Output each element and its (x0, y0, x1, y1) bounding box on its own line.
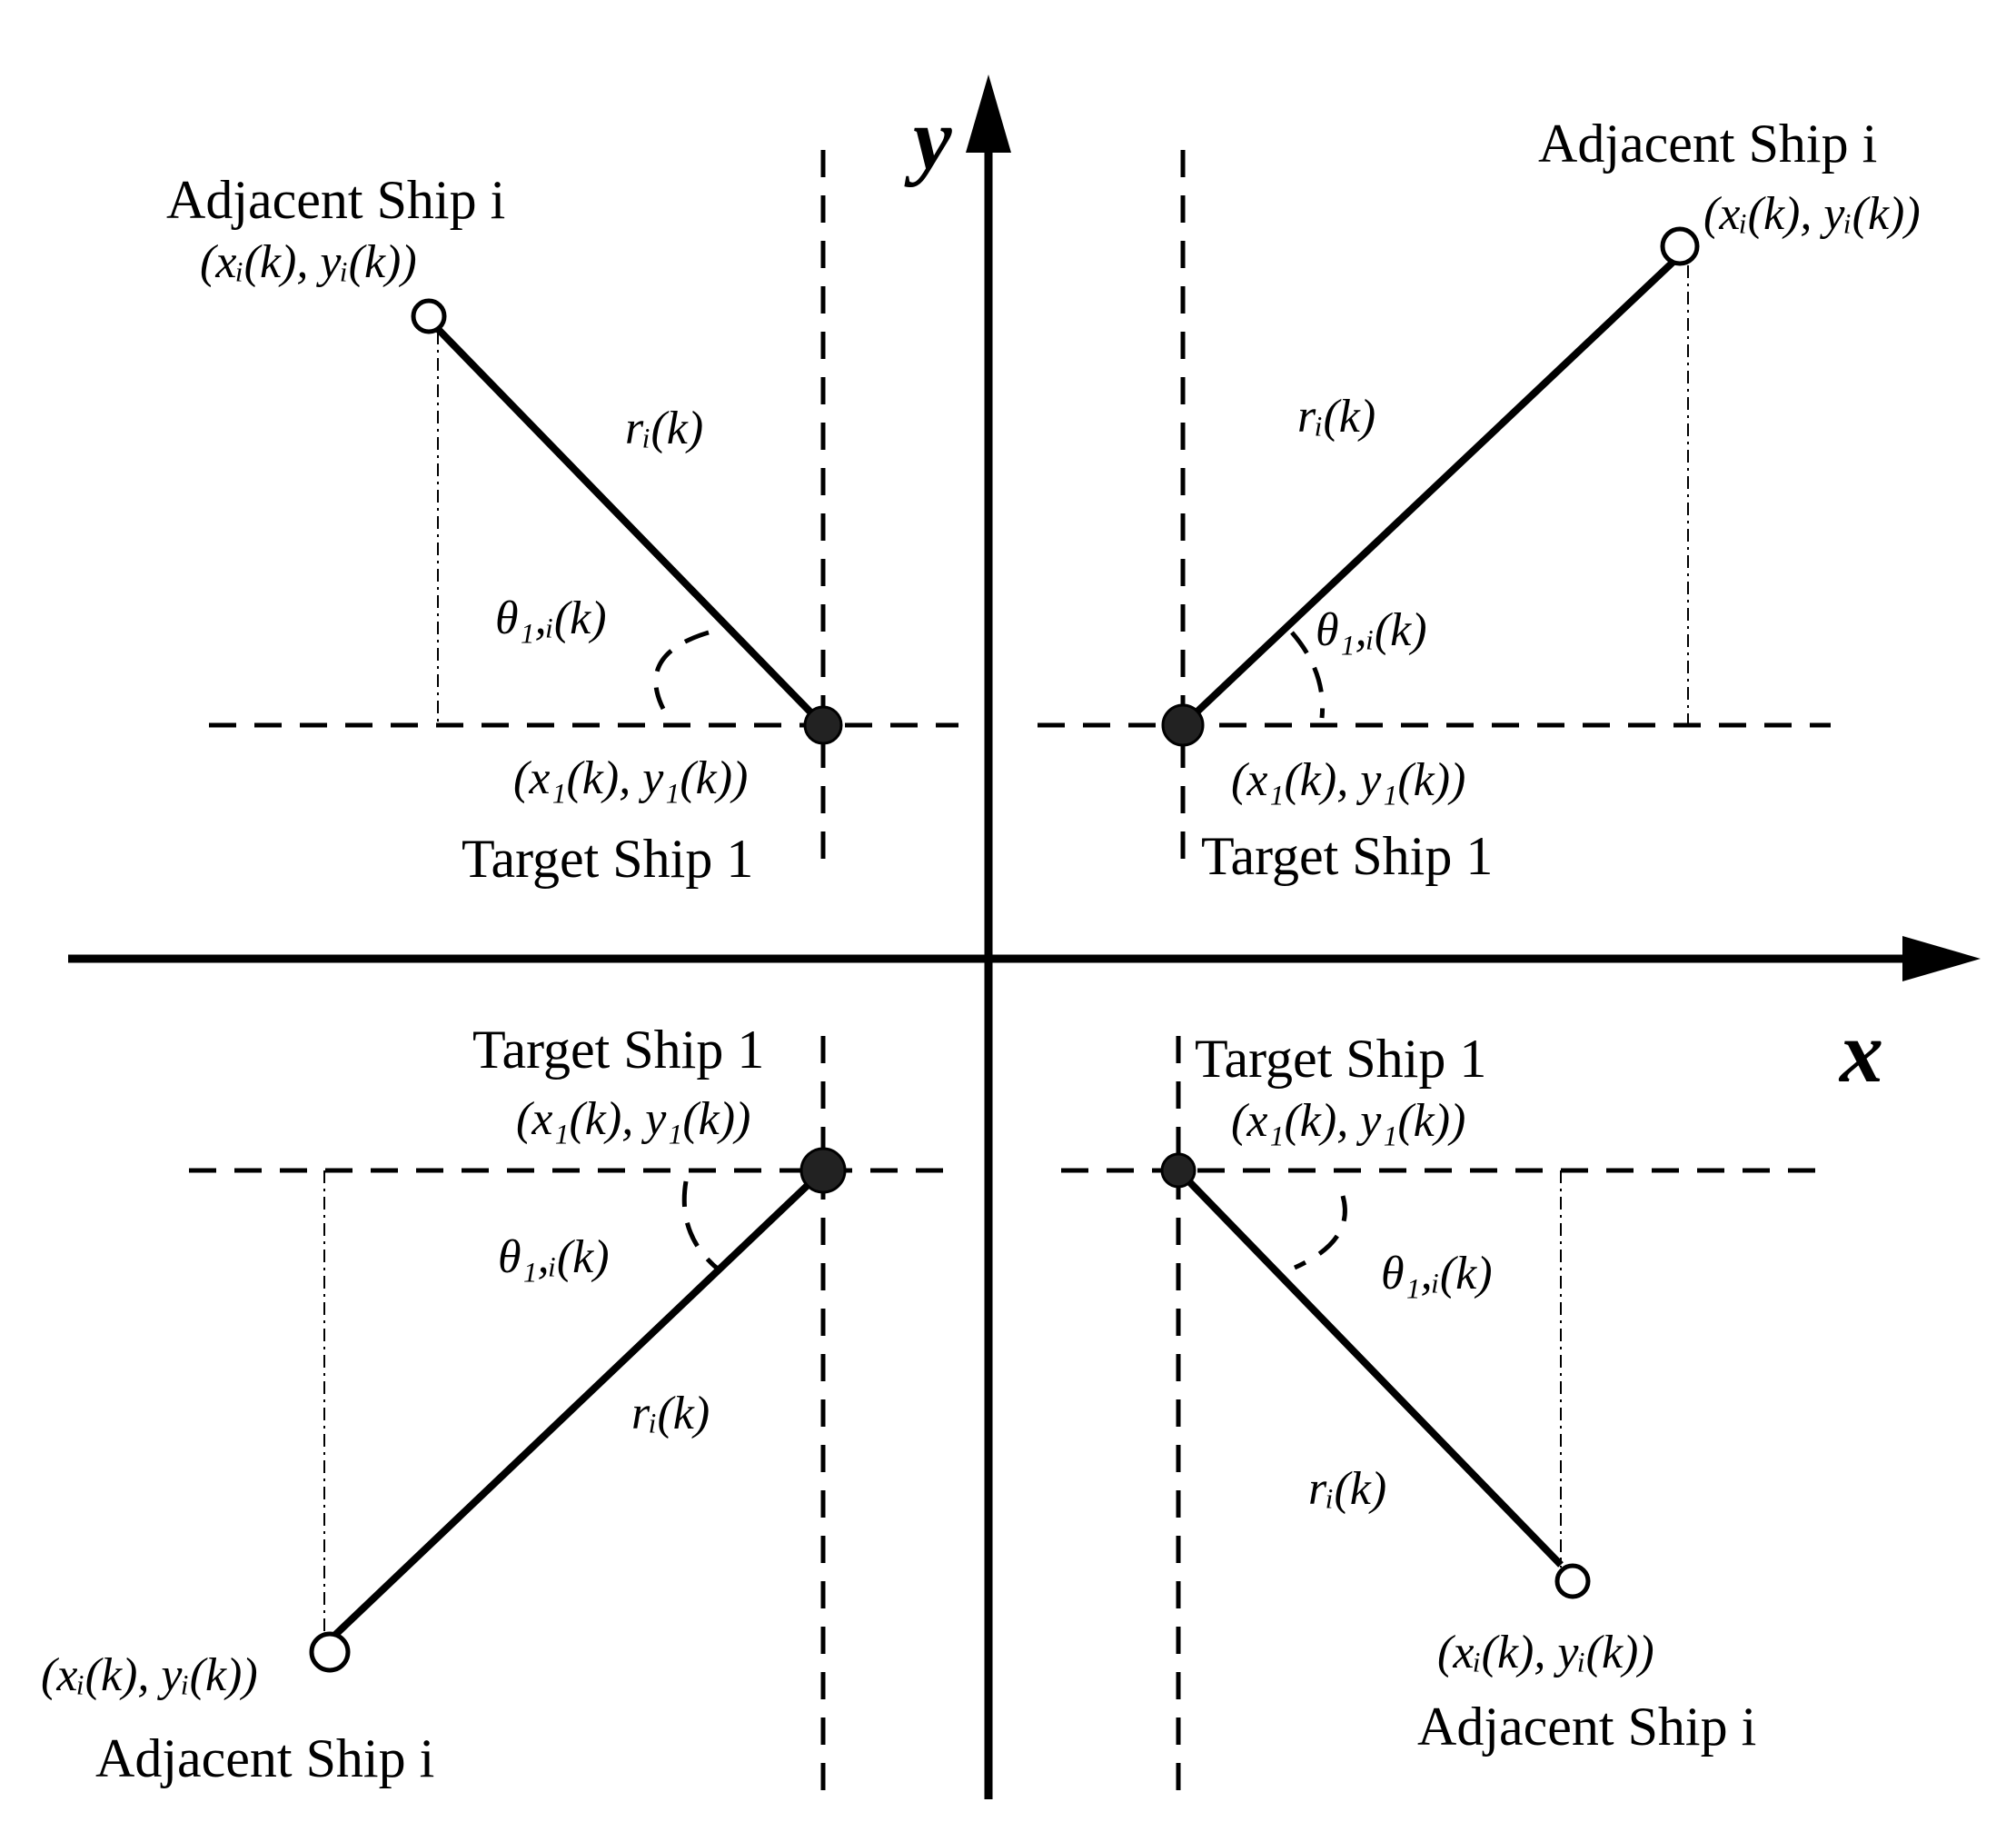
distance-segment (1180, 256, 1679, 728)
angle-label: θ₁,ᵢ(k) (495, 592, 607, 644)
target-ship-marker (799, 1147, 847, 1194)
angle-arc (653, 630, 710, 711)
quadrant-bottom-right: Target Ship 1 (x₁(k), y₁(k)) θ₁,ᵢ(k) rᵢ(… (1061, 1029, 1831, 1790)
distance-label: rᵢ(k) (631, 1388, 710, 1439)
adjacent-ship-coord: (xᵢ(k), yᵢ(k)) (41, 1649, 258, 1701)
distance-label: rᵢ(k) (1308, 1463, 1386, 1515)
y-axis-label: y (904, 90, 952, 187)
distance-segment (332, 1168, 826, 1638)
adjacent-ship-marker (1660, 226, 1700, 266)
target-ship-label: Target Ship 1 (1195, 1029, 1486, 1089)
adjacent-ship-coord: (xᵢ(k), yᵢ(k)) (200, 236, 417, 288)
distance-label: rᵢ(k) (1297, 391, 1375, 443)
distance-segment (435, 326, 826, 728)
target-ship-coord: (x₁(k), y₁(k)) (516, 1093, 750, 1145)
adjacent-ship-label: Adjacent Ship i (1538, 114, 1877, 174)
target-ship-label: Target Ship 1 (462, 829, 753, 889)
angle-label: θ₁,ᵢ(k) (1381, 1248, 1493, 1299)
quadrant-top-right: Adjacent Ship i (xᵢ(k), yᵢ(k)) rᵢ(k) θ₁,… (1038, 114, 1921, 886)
adjacent-ship-coord: (xᵢ(k), yᵢ(k)) (1703, 188, 1921, 240)
adjacent-ship-coord: (xᵢ(k), yᵢ(k)) (1437, 1627, 1654, 1678)
adjacent-ship-marker (309, 1631, 351, 1673)
target-ship-label: Target Ship 1 (472, 1020, 764, 1080)
angle-arc (681, 1180, 721, 1272)
angle-label: θ₁,ᵢ(k) (1316, 604, 1427, 656)
x-axis-label: x (1838, 1003, 1883, 1100)
quadrant-bottom-left: Target Ship 1 (x₁(k), y₁(k)) θ₁,ᵢ(k) rᵢ(… (41, 1020, 958, 1790)
target-ship-label: Target Ship 1 (1201, 826, 1493, 886)
y-axis-arrowhead (966, 75, 1011, 153)
adjacent-ship-label: Adjacent Ship i (95, 1728, 434, 1788)
adjacent-ship-label: Adjacent Ship i (1417, 1697, 1756, 1757)
adjacent-ship-label: Adjacent Ship i (166, 170, 505, 230)
target-ship-coord: (x₁(k), y₁(k)) (1231, 1095, 1465, 1147)
target-ship-marker (1161, 703, 1205, 747)
distance-segment (1176, 1168, 1564, 1568)
target-ship-coord: (x₁(k), y₁(k)) (1231, 754, 1465, 806)
angle-label: θ₁,ᵢ(k) (498, 1231, 610, 1283)
target-ship-coord: (x₁(k), y₁(k)) (513, 752, 748, 804)
axes: x y (68, 75, 1981, 1799)
angle-arc (1293, 1195, 1347, 1270)
target-ship-marker (1160, 1152, 1197, 1189)
adjacent-ship-marker (411, 298, 447, 334)
distance-label: rᵢ(k) (625, 403, 703, 454)
angle-arc (1290, 631, 1326, 719)
target-ship-marker (803, 705, 843, 745)
quadrant-top-left: Adjacent Ship i (xᵢ(k), yᵢ(k)) rᵢ(k) θ₁,… (166, 150, 958, 889)
adjacent-ship-marker (1554, 1563, 1591, 1599)
x-axis-arrowhead (1902, 936, 1981, 981)
